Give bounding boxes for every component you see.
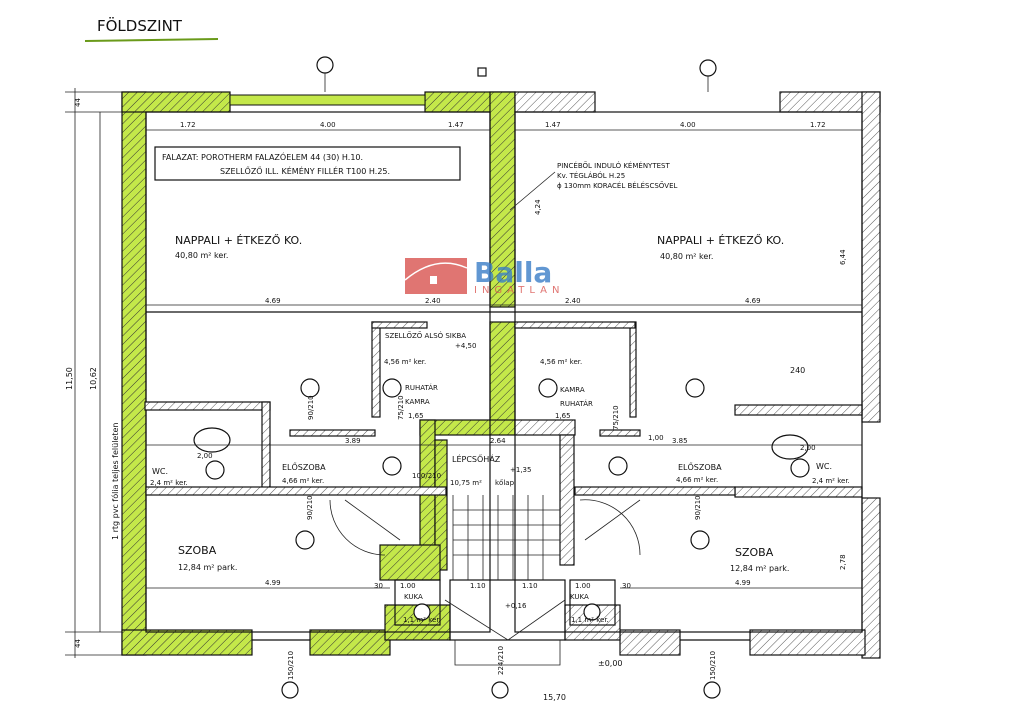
door-label-2: 75/210 bbox=[397, 395, 405, 420]
room-storage-left-name1: RUHATÁR bbox=[405, 383, 438, 392]
note-walls-1: FALAZAT: POROTHERM FALAZÓELEM 44 (30) H.… bbox=[162, 151, 363, 162]
room-szoba-left-name: SZOBA bbox=[178, 544, 217, 557]
room-hall-right-name: ELŐSZOBA bbox=[678, 462, 722, 472]
top-dimensions bbox=[146, 129, 862, 589]
note-chimney-1: PINCÉBŐL INDULÓ KÉMÉNYTEST bbox=[557, 161, 670, 170]
level-landing: +0,16 bbox=[505, 602, 527, 610]
dim-mid-4: 4.69 bbox=[745, 297, 761, 305]
dim-bin-4: 1.00 bbox=[575, 582, 591, 590]
dim-szoba-left: 4.99 bbox=[265, 579, 281, 587]
dim-wc-left: 2,00 bbox=[197, 452, 213, 460]
room-living-left-name: NAPPALI + ÉTKEZŐ KO. bbox=[175, 233, 302, 247]
room-bin-left-name: KUKA bbox=[404, 593, 423, 601]
room-stair-floor: kőlap bbox=[495, 478, 515, 487]
room-stair-area: 10,75 m² bbox=[450, 479, 482, 487]
dim-overall-height: 11,50 bbox=[65, 367, 74, 390]
right-unit-walls bbox=[514, 91, 881, 659]
dim-wall-bottom: 44 bbox=[74, 639, 82, 648]
dim-mid-1: 4.69 bbox=[265, 297, 281, 305]
dim-right-szoba-height: 2,78 bbox=[839, 554, 847, 570]
axis-markers bbox=[193, 56, 810, 699]
door-label-3: 75/210 bbox=[612, 405, 620, 430]
note-chimney-2: Kv. TÉGLÁBÓL H.25 bbox=[557, 171, 625, 180]
dim-top-right-3: 1.72 bbox=[810, 121, 826, 129]
room-szoba-left-area: 12,84 m² park. bbox=[178, 563, 237, 572]
dim-storage-right: 1,65 bbox=[555, 412, 571, 420]
room-szoba-right-area: 12,84 m² park. bbox=[730, 564, 789, 573]
door-label-4: 100/210 bbox=[412, 472, 441, 480]
room-wc-right-name: WC. bbox=[816, 462, 832, 471]
dim-hall-3: 3.85 bbox=[672, 437, 688, 445]
dim-bin-3: 1.10 bbox=[522, 582, 538, 590]
room-wc-left-name: WC. bbox=[152, 467, 168, 476]
dim-30-right: 30 bbox=[622, 582, 631, 590]
watermark-sub: INGATLAN bbox=[474, 285, 564, 296]
plan-title: FÖLDSZINT bbox=[97, 16, 183, 35]
room-stair-name: LÉPCSŐHÁZ bbox=[452, 453, 501, 464]
dim-top-right-2: 4.00 bbox=[680, 121, 696, 129]
dim-mid-3: 2.40 bbox=[565, 297, 581, 305]
door-label-8: 150/210 bbox=[287, 651, 295, 680]
wall-note-box bbox=[154, 146, 461, 181]
room-wc-right-area: 2,4 m² ker. bbox=[812, 477, 850, 485]
watermark-brand: Balla bbox=[474, 256, 552, 289]
dim-hall-right-small: 1,00 bbox=[648, 434, 664, 442]
dim-30-left: 30 bbox=[374, 582, 383, 590]
door-label-5: 90/210 bbox=[306, 495, 314, 520]
room-hall-right-area: 4,66 m² ker. bbox=[676, 476, 718, 484]
dim-inner-height: 10,62 bbox=[89, 367, 98, 390]
dim-top-right-1: 1.47 bbox=[545, 121, 561, 129]
level-entry: ±0,00 bbox=[598, 659, 623, 668]
chimney-leader bbox=[509, 171, 556, 211]
door-label-9: 150/210 bbox=[709, 651, 717, 680]
room-bin-left-area: 1,1 m² ker. bbox=[403, 616, 441, 624]
note-vent: SZELLŐZŐ ALSÓ SIKBA bbox=[385, 331, 466, 340]
title-underline bbox=[84, 38, 219, 42]
dim-total-width: 15,70 bbox=[543, 693, 566, 702]
room-bin-right-area: 1,1 m² ker. bbox=[571, 616, 609, 624]
dim-chimney-height: 4,24 bbox=[534, 199, 542, 215]
room-wc-left-area: 2,4 m² ker. bbox=[150, 479, 188, 487]
door-label-6: 90/210 bbox=[694, 495, 702, 520]
note-vent-level: +4,50 bbox=[455, 342, 476, 350]
room-hall-left-name: ELŐSZOBA bbox=[282, 462, 326, 472]
note-walls-2: SZELLŐZŐ ILL. KÉMÉNY FILLÉR T100 H.25. bbox=[220, 165, 390, 176]
left-unit-walls bbox=[121, 91, 516, 656]
room-storage-left-name2: KAMRA bbox=[405, 398, 430, 406]
dim-top-left-3: 1.47 bbox=[448, 121, 464, 129]
dim-top-left-1: 1.72 bbox=[180, 121, 196, 129]
room-stair-level: +1,35 bbox=[510, 466, 531, 474]
interior-walls bbox=[144, 111, 863, 666]
dim-wall-top: 44 bbox=[74, 98, 82, 107]
dim-handwritten-240: 240 bbox=[790, 366, 805, 375]
room-storage-right-name1: KAMRA bbox=[560, 386, 585, 394]
room-storage-left-area: 4,56 m² ker. bbox=[384, 358, 426, 366]
dim-hall-2: 2.64 bbox=[490, 437, 506, 445]
dim-bin-1: 1.00 bbox=[400, 582, 416, 590]
dim-hall-1: 3.89 bbox=[345, 437, 361, 445]
dim-szoba-right: 4.99 bbox=[735, 579, 751, 587]
dim-bin-2: 1.10 bbox=[470, 582, 486, 590]
dim-top-left-2: 4.00 bbox=[320, 121, 336, 129]
dim-storage-left: 1,65 bbox=[408, 412, 424, 420]
left-dimension-lines bbox=[65, 88, 125, 658]
room-living-right-name: NAPPALI + ÉTKEZŐ KO. bbox=[657, 233, 784, 247]
room-hall-left-area: 4,66 m² ker. bbox=[282, 477, 324, 485]
room-storage-right-area: 4,56 m² ker. bbox=[540, 358, 582, 366]
room-storage-right-name2: RUHATÁR bbox=[560, 399, 593, 408]
dim-right-height: 6,44 bbox=[839, 249, 847, 265]
room-living-right-area: 40,80 m² ker. bbox=[660, 252, 713, 261]
dim-wc-right: 2,00 bbox=[800, 444, 816, 452]
door-label-7: 224/210 bbox=[497, 646, 505, 675]
note-foil: 1 rtg pvc fólia teljes felületen bbox=[110, 423, 120, 540]
room-living-left-area: 40,80 m² ker. bbox=[175, 251, 228, 260]
door-label-1: 90/210 bbox=[307, 395, 315, 420]
room-szoba-right-name: SZOBA bbox=[735, 546, 774, 559]
dim-mid-2: 2.40 bbox=[425, 297, 441, 305]
room-bin-right-name: KUKA bbox=[570, 593, 589, 601]
note-chimney-3: ϕ 130mm KORACÉL BÉLÉSCSŐVEL bbox=[557, 181, 678, 190]
watermark-logo: Balla INGATLAN bbox=[404, 256, 564, 296]
